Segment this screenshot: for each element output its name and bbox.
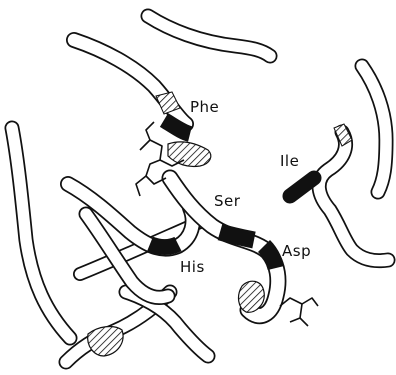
hatched-patch-bottom [88,327,123,356]
side-chain-sticks-asp [280,298,318,326]
label-asp: Asp [282,242,311,260]
tube-left-long [12,128,70,338]
his-highlight [150,244,178,247]
label-phe: Phe [190,98,219,116]
asp-highlight [264,246,276,268]
label-ser: Ser [214,192,241,210]
tube-top-center [148,16,270,56]
label-ile: Ile [280,152,299,170]
ile-highlight [290,178,314,196]
label-his: His [180,258,205,276]
ser-highlight [220,232,254,240]
hatched-patch-active-site [168,142,211,167]
tube-top-right [362,66,386,192]
